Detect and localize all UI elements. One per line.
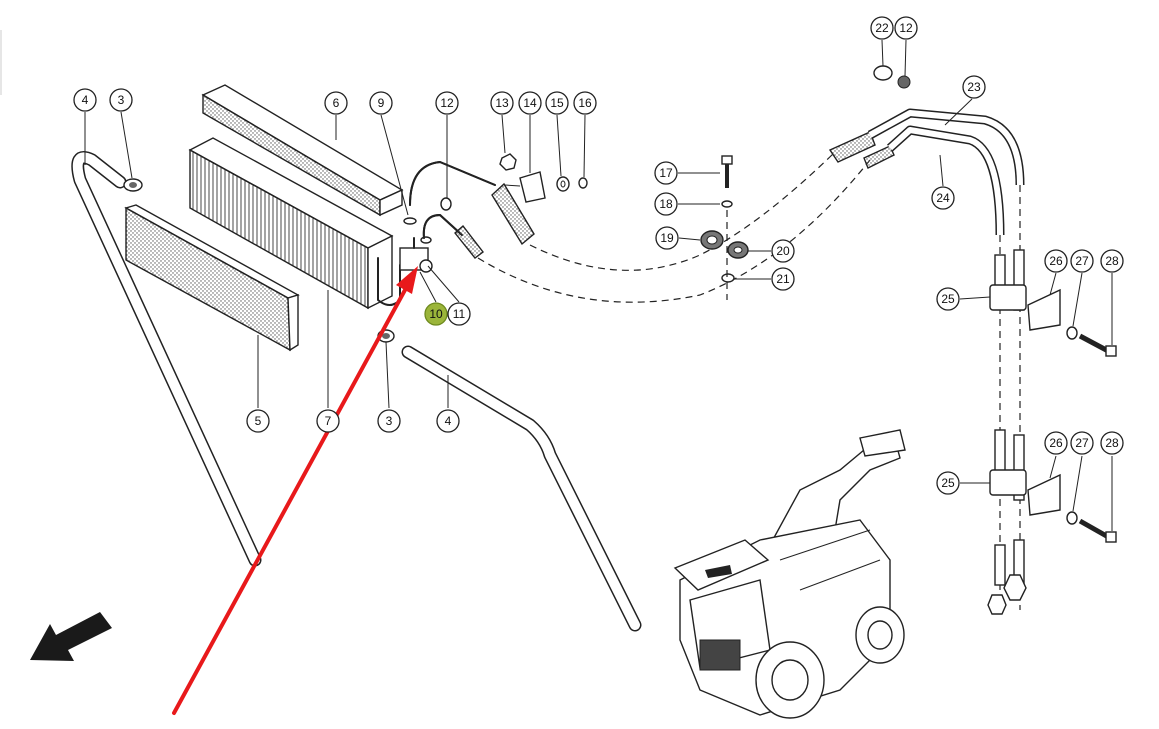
drain-hose-right xyxy=(401,345,642,632)
nut-13 xyxy=(499,153,517,171)
callout-15: 15 xyxy=(545,91,569,115)
pipe-clamp-19 xyxy=(700,230,724,250)
svg-text:15: 15 xyxy=(550,96,564,110)
callout-26-upper: 26 xyxy=(1044,249,1068,273)
svg-text:27: 27 xyxy=(1075,254,1089,268)
dashed-hose-lines xyxy=(477,151,871,303)
callout-25-upper: 25 xyxy=(936,287,960,311)
callout-28-lower: 28 xyxy=(1100,431,1124,455)
callout-26-lower: 26 xyxy=(1044,431,1068,455)
bracket-14 xyxy=(504,171,546,203)
clamp-block-lower xyxy=(989,469,1117,543)
svg-text:9: 9 xyxy=(378,96,385,110)
washer-15 xyxy=(556,176,570,192)
svg-text:26: 26 xyxy=(1049,436,1063,450)
svg-text:4: 4 xyxy=(445,414,452,428)
ac-pipes-23-24 xyxy=(867,108,1025,236)
svg-text:17: 17 xyxy=(659,166,673,180)
callout-25-lower: 25 xyxy=(936,471,960,495)
callout-7: 7 xyxy=(316,409,340,433)
drain-hose-left xyxy=(71,151,262,567)
callout-4-lower: 4 xyxy=(436,409,460,433)
washer-18 xyxy=(721,200,733,208)
svg-text:10: 10 xyxy=(429,307,443,321)
svg-text:24: 24 xyxy=(936,191,950,205)
svg-text:19: 19 xyxy=(660,231,674,245)
expansion-valve xyxy=(399,237,433,273)
svg-text:26: 26 xyxy=(1049,254,1063,268)
svg-text:16: 16 xyxy=(578,96,592,110)
svg-text:25: 25 xyxy=(941,476,955,490)
harvester-machine-illustration xyxy=(673,429,906,719)
red-pointer-arrow xyxy=(172,266,418,715)
leader-lines xyxy=(84,39,1113,531)
caps-22-12 xyxy=(828,65,911,169)
callout-13: 13 xyxy=(490,91,514,115)
svg-text:5: 5 xyxy=(255,414,262,428)
callout-20: 20 xyxy=(771,239,795,263)
callout-21: 21 xyxy=(771,267,795,291)
callout-11: 11 xyxy=(447,302,471,326)
callout-19: 19 xyxy=(655,226,679,250)
svg-text:18: 18 xyxy=(659,197,673,211)
callout-4-left: 4 xyxy=(73,88,97,112)
callout-3-left: 3 xyxy=(109,88,133,112)
svg-text:3: 3 xyxy=(386,414,393,428)
pipe-clamp-20 xyxy=(727,241,749,259)
svg-text:6: 6 xyxy=(333,96,340,110)
svg-text:20: 20 xyxy=(776,244,790,258)
callout-10-highlighted: 10 xyxy=(424,302,448,326)
svg-text:13: 13 xyxy=(495,96,509,110)
vertical-pipes xyxy=(987,185,1027,615)
hose-clamp-left xyxy=(123,178,143,192)
o-rings xyxy=(403,197,452,244)
callout-27-upper: 27 xyxy=(1070,249,1094,273)
callout-12-cap: 12 xyxy=(894,16,918,40)
svg-text:11: 11 xyxy=(453,307,466,321)
callout-16: 16 xyxy=(573,91,597,115)
svg-text:7: 7 xyxy=(325,414,332,428)
clip-16 xyxy=(578,177,588,189)
clamp-block-upper xyxy=(989,284,1117,357)
callout-24: 24 xyxy=(931,186,955,210)
svg-text:25: 25 xyxy=(941,292,955,306)
ac-pipes-upper xyxy=(409,161,535,259)
nut-21 xyxy=(721,210,735,300)
svg-text:28: 28 xyxy=(1105,436,1119,450)
evaporator-core xyxy=(188,137,401,310)
callout-28-upper: 28 xyxy=(1100,249,1124,273)
svg-text:12: 12 xyxy=(899,21,913,35)
callout-22: 22 xyxy=(870,16,894,40)
svg-text:23: 23 xyxy=(967,80,981,94)
callout-5: 5 xyxy=(246,409,270,433)
callout-18: 18 xyxy=(654,192,678,216)
callout-6: 6 xyxy=(324,91,348,115)
callout-9: 9 xyxy=(369,91,393,115)
bold-arrow-down-left-icon xyxy=(30,612,112,661)
callout-17: 17 xyxy=(654,161,678,185)
callout-23: 23 xyxy=(962,75,986,99)
callout-12-valve: 12 xyxy=(435,91,459,115)
callout-3-lower: 3 xyxy=(377,409,401,433)
svg-text:14: 14 xyxy=(523,96,537,110)
bolt-17 xyxy=(721,155,733,188)
svg-text:21: 21 xyxy=(776,272,790,286)
svg-text:22: 22 xyxy=(875,21,889,35)
svg-text:28: 28 xyxy=(1105,254,1119,268)
svg-text:3: 3 xyxy=(118,93,125,107)
svg-text:27: 27 xyxy=(1075,436,1089,450)
svg-text:4: 4 xyxy=(82,93,89,107)
callout-14: 14 xyxy=(518,91,542,115)
filter-block-top xyxy=(201,84,404,217)
filter-mat xyxy=(124,204,300,352)
svg-text:12: 12 xyxy=(440,96,454,110)
callout-27-lower: 27 xyxy=(1070,431,1094,455)
